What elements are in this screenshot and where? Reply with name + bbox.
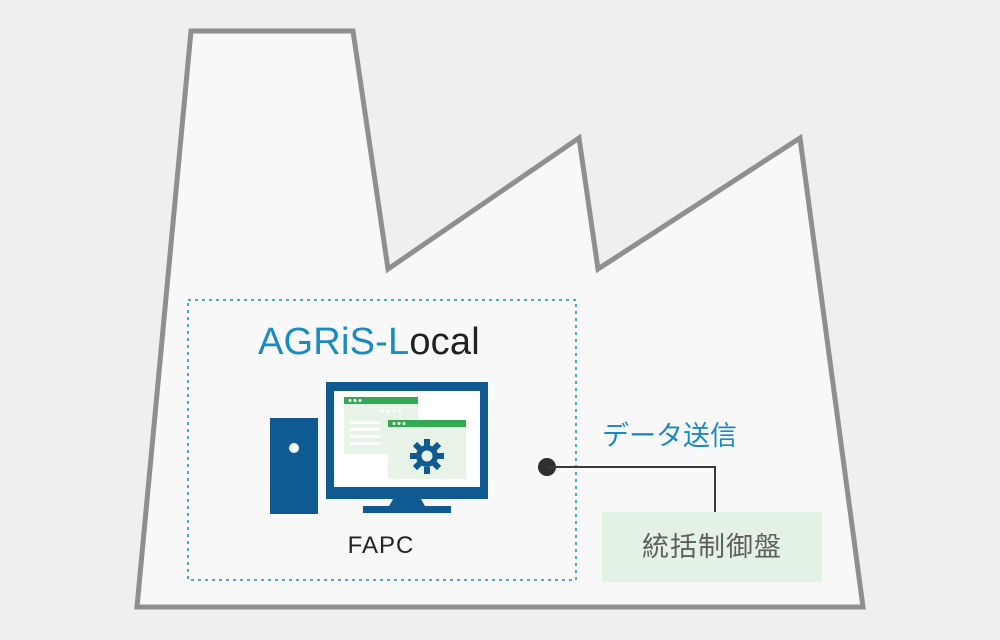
back-window-dot-2 [353,399,357,402]
front-window-dot-3 [402,422,406,425]
back-window-line-1 [350,421,380,424]
system-boundary [187,299,577,581]
back-window-line-3 [350,435,380,438]
front-window [388,420,466,479]
power-button [289,443,299,453]
back-window-titlebar [344,397,418,404]
gear-icon [410,439,444,474]
back-window-dot-4 [380,409,384,413]
front-window-dot-1 [392,422,396,425]
factory-building [134,28,866,610]
monitor-neck [388,499,426,508]
front-window-dot-2 [397,422,401,425]
control-panel-box [602,512,822,582]
back-window-dot-7 [398,409,402,413]
back-window-dot-5 [386,409,390,413]
connection-node-icon [538,458,716,512]
connection-line [547,466,716,512]
desktop-pc-icon [270,382,488,514]
back-window-line-4 [350,442,380,445]
back-window-line-2 [350,428,380,431]
tower-case [270,418,318,514]
back-window-dot-1 [348,399,352,402]
back-window-dot-3 [358,399,362,402]
back-window-dot-6 [392,409,396,413]
monitor-base [363,506,451,513]
front-window-titlebar [388,420,466,427]
